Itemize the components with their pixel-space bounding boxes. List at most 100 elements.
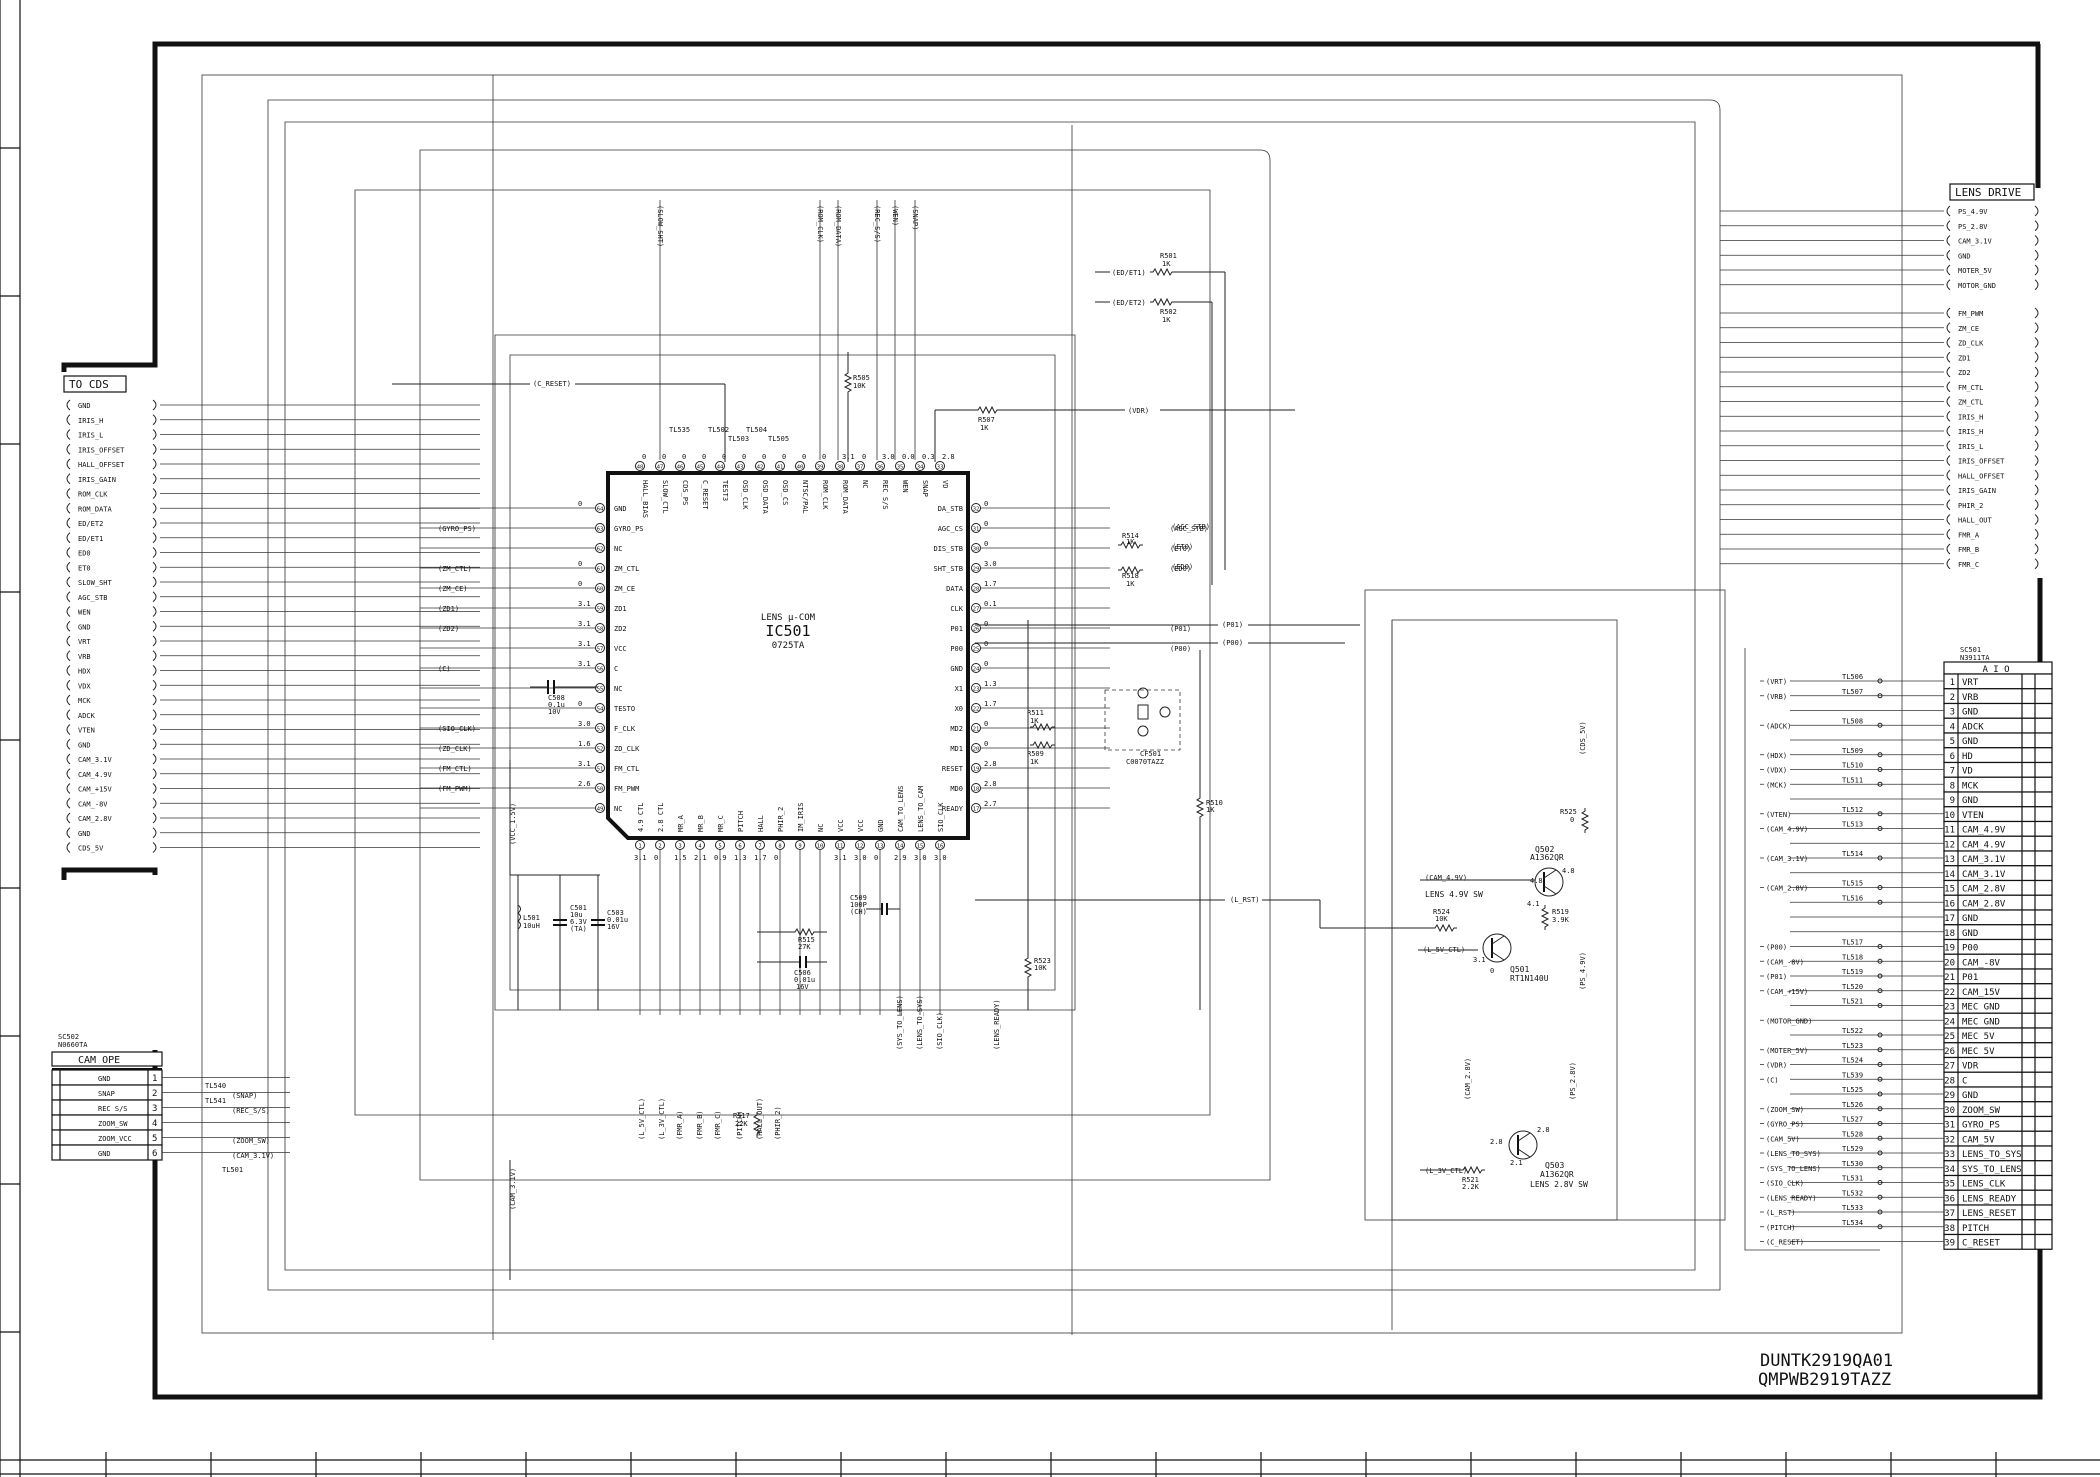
aio-test-land: TL531	[1842, 1175, 1863, 1183]
aio-net-label: (P01)	[1766, 973, 1787, 981]
aio-test-land: TL515	[1842, 880, 1863, 888]
ic501-pin-voltage: 0	[984, 660, 988, 668]
ic501-pin-voltage: 0	[682, 453, 686, 461]
ic501-pin-num: 54	[597, 707, 604, 713]
ic501-pin-name: TESTO	[614, 705, 635, 713]
r507-net: (VDR)	[1128, 407, 1149, 415]
c501-val1: 10u	[570, 911, 583, 919]
ic501-bottom-net: (LENS_TO_SYS)	[916, 995, 924, 1050]
ic501-pin-name: OSD_DATA	[761, 480, 769, 515]
ic501-pin-voltage: 0	[984, 640, 988, 648]
ic501-pin-num: 8	[778, 844, 781, 850]
ic501-pin-name: HALL	[757, 815, 765, 832]
ic501-pin-num: 24	[973, 667, 980, 673]
aio-pin-name: C_RESET	[1962, 1239, 2001, 1249]
ic501-pin-num: 25	[973, 647, 980, 653]
to-cds-pin-label: GND	[78, 741, 91, 749]
cam-ope-net: (REC_S/S)	[232, 1107, 270, 1115]
r525-val: 0	[1570, 816, 1574, 824]
ic501-pin-num: 51	[597, 767, 604, 773]
ic501-bottom-net: (FMR_A)	[676, 1110, 684, 1140]
ic501-pin-name: MR_B	[697, 815, 705, 832]
ic501-pin-name: WEN	[901, 480, 909, 493]
ic501-pin	[595, 783, 605, 793]
ic501-pin	[971, 543, 981, 553]
aio-pin-num: 12	[1944, 840, 1955, 850]
lens-drive-pin-label: GND	[1958, 252, 1971, 260]
aio-test-land: TL529	[1842, 1145, 1863, 1153]
c508-val1: 0.1u	[548, 701, 565, 709]
cam-ope-net: (CAM_3.1V)	[232, 1152, 274, 1160]
ic501-pin-num: 45	[697, 465, 704, 471]
ic501-pin-num: 20	[973, 747, 980, 753]
r502-ref: R502	[1160, 308, 1177, 316]
ic501-pin	[595, 723, 605, 733]
r514-ref: R514	[1122, 532, 1139, 540]
r523-val: 10K	[1034, 964, 1047, 972]
ic501-pin-num: 19	[973, 767, 980, 773]
ic501-pin-voltage: 2.8	[984, 760, 997, 768]
ic501-pin-num: 38	[837, 465, 844, 471]
r511-val: 1K	[1030, 717, 1039, 725]
ic501-pin-num: 32	[973, 507, 980, 513]
ic501-net-label: (P01)	[1170, 625, 1191, 633]
aio-pin-num: 6	[1950, 752, 1955, 762]
aio-pin-name: P01	[1962, 973, 1978, 983]
cam-ope-pin-name: SNAP	[98, 1090, 115, 1098]
r501-net: (ED/ET1)	[1112, 269, 1146, 277]
ic501-pin-num: 44	[717, 465, 724, 471]
ic501-pin	[855, 840, 865, 850]
ic501-pin-num: 61	[597, 567, 604, 573]
aio-pin-name: GND	[1962, 796, 1978, 806]
ic501-pin	[595, 743, 605, 753]
ic501-pin-voltage: 0.1	[984, 600, 997, 608]
aio-pin-name: CAM_15V	[1962, 988, 2001, 998]
board-outline	[61, 41, 2040, 372]
ic501-pin-name: PITCH	[737, 811, 745, 832]
aio-pin-num: 21	[1944, 973, 1955, 983]
title-block-line1: DUNTK2919QA01	[1760, 1351, 1893, 1371]
ic501-pin-num: 9	[798, 844, 801, 850]
ic501-bottom-net: (LENS_READY)	[993, 999, 1001, 1050]
lens-drive-pin-label: ZD1	[1958, 354, 1971, 362]
ic501-pin	[875, 461, 885, 471]
ic501-pin-name: X0	[955, 705, 963, 713]
aio-test-land: TL512	[1842, 806, 1863, 814]
net-cam-3-1v: (CAM_3.1V)	[509, 1168, 517, 1210]
ic501-pin	[971, 783, 981, 793]
aio-pin-num: 1	[1950, 678, 1955, 688]
ic501-pin-name: ZD_CLK	[614, 745, 640, 753]
ic501-net-label: (SIO_CLK)	[438, 725, 476, 733]
to-cds-pin-label: MCK	[78, 697, 91, 705]
ic501-pin	[595, 503, 605, 513]
aio-net-label: (SYS_TO_LENS)	[1766, 1165, 1821, 1173]
to-cds-pin-label: CAM_+15V	[78, 786, 113, 794]
ic501-pin	[915, 461, 925, 471]
ic501-pin-name: NTSC/PAL	[801, 480, 809, 514]
aio-pin-name: LENS_CLK	[1962, 1180, 2006, 1190]
aio-pin-name: MEC 5V	[1962, 1032, 1995, 1042]
to-cds-pin-label: CDS_5V	[78, 845, 104, 853]
ic501-pin-voltage: 0	[802, 453, 806, 461]
ic501-pin-voltage: 0	[662, 453, 666, 461]
r524-ref: R524	[1433, 908, 1450, 916]
aio-test-land: TL539	[1842, 1071, 1863, 1079]
ic501-pin-voltage: 2.8	[942, 453, 955, 461]
tl501: TL501	[222, 1166, 243, 1174]
aio-net-label: (CAM_2.8V)	[1766, 885, 1808, 893]
aio-test-land-dot	[1877, 1150, 1883, 1156]
ic501-pin	[655, 840, 665, 850]
ic501-pin-name: GND	[877, 819, 885, 832]
ic501-pin	[815, 461, 825, 471]
ic501-pin-num: 48	[637, 465, 644, 471]
ic501-pin-name: P00	[950, 645, 963, 653]
ic501-pin-num: 4	[698, 844, 702, 850]
ic501-pin-num: 56	[597, 667, 604, 673]
ic501-net-label: (ZM_CTL)	[438, 565, 472, 573]
aio-pin-num: 24	[1944, 1017, 1955, 1027]
aio-pin-num: 16	[1944, 899, 1955, 909]
r511-ref: R511	[1027, 709, 1044, 717]
c503-val2: 16V	[607, 923, 620, 931]
aio-pin-name: LENS_RESET	[1962, 1209, 2017, 1219]
